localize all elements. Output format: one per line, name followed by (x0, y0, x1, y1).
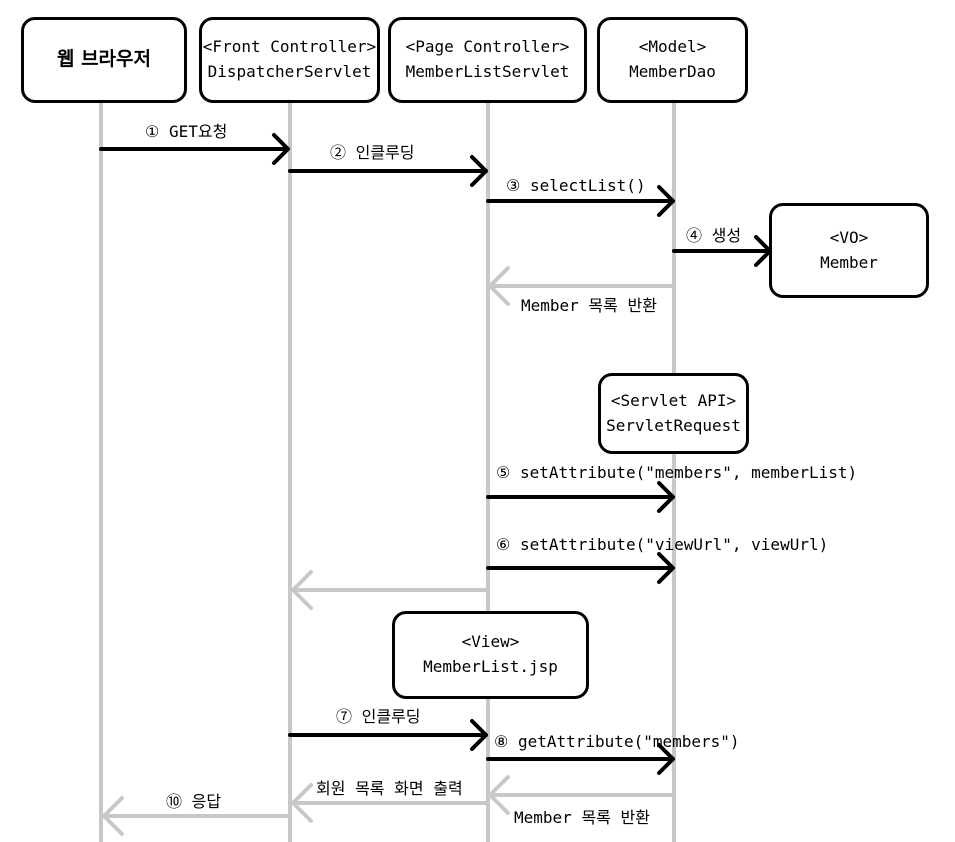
call-arrow-set-members (486, 481, 675, 513)
participant-name: MemberListServlet (405, 62, 570, 81)
message-label-set-members: ⑤ setAttribute("members", memberList) (496, 463, 857, 482)
call-arrow-including-2 (288, 719, 488, 751)
message-label-select-list: ③ selectList() (506, 176, 646, 195)
participant-stereotype: <Servlet API> (610, 390, 737, 410)
message-label-get-members: ⑧ getAttribute("members") (494, 732, 740, 751)
participant-name: 웹 브라우저 (56, 48, 151, 71)
message-label-member-list-return-2: Member 목록 반환 (514, 808, 650, 827)
participant-browser: 웹 브라우저 (21, 17, 187, 103)
message-label-get-request: ① GET요청 (145, 122, 227, 141)
participant-stereotype: <Front Controller> (202, 37, 377, 57)
message-label-create-member: ④ 생성 (686, 226, 741, 245)
participant-member-dao: <Model> MemberDao (597, 17, 748, 103)
participant-name: MemberDao (629, 62, 716, 81)
participant-name: DispatcherServlet (207, 62, 372, 81)
return-arrow-member-list-2 (488, 775, 676, 815)
participant-stereotype: <VO> (829, 227, 869, 247)
message-label-screen-output: 회원 목록 화면 출력 (316, 779, 463, 798)
participant-stereotype: <Page Controller> (405, 37, 570, 57)
participant-servlet-request: <Servlet API> ServletRequest (598, 373, 749, 454)
return-arrow-member-list-1 (488, 266, 676, 306)
message-label-including-1: ② 인클루딩 (330, 143, 415, 162)
message-label-set-view-url: ⑥ setAttribute("viewUrl", viewUrl) (496, 535, 828, 554)
participant-name: MemberList.jsp (423, 657, 558, 676)
message-label-response: ⑩ 응답 (166, 792, 221, 811)
return-arrow-response (102, 796, 292, 836)
participant-stereotype: <Model> (638, 37, 707, 57)
call-arrow-including-1 (288, 155, 488, 187)
message-label-member-list-return-1: Member 목록 반환 (521, 296, 657, 315)
call-arrow-get-members (486, 743, 675, 775)
return-arrow-screen-output (291, 783, 490, 823)
message-label-including-2: ⑦ 인클루딩 (336, 707, 421, 726)
call-arrow-set-view-url (486, 552, 675, 584)
call-arrow-select-list (486, 185, 675, 217)
participant-member-list-servlet: <Page Controller> MemberListServlet (388, 17, 587, 103)
participant-name: Member (820, 252, 878, 272)
call-arrow-get-request (99, 133, 290, 165)
participant-stereotype: <View> (461, 632, 520, 652)
participant-name: ServletRequest (606, 415, 741, 435)
participant-member-list-jsp: <View> MemberList.jsp (392, 611, 589, 699)
participant-dispatcher-servlet: <Front Controller> DispatcherServlet (199, 17, 380, 103)
participant-member-vo: <VO> Member (769, 203, 929, 298)
return-arrow-page-to-front (291, 570, 490, 610)
